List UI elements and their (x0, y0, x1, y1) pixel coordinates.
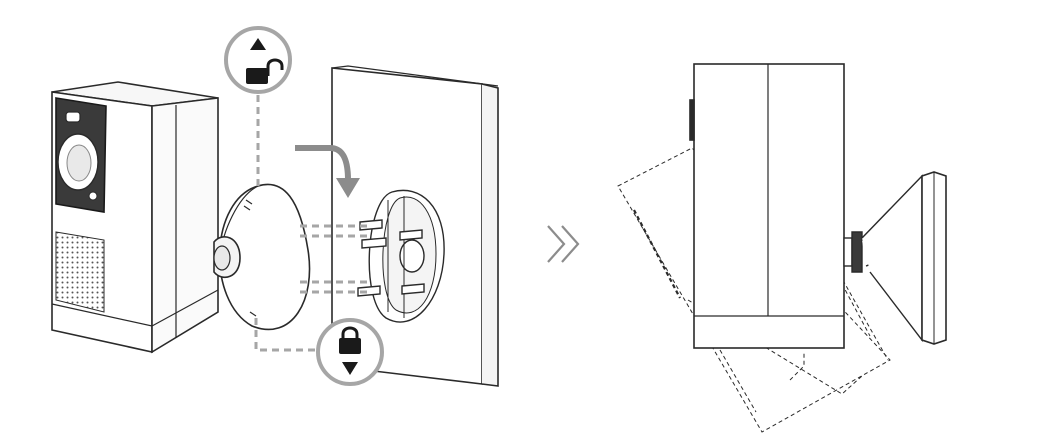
magnetic-mount (213, 183, 311, 331)
lock-icon (339, 326, 361, 354)
rotate-arrow-head-icon (336, 178, 360, 198)
alignment-guides (254, 95, 370, 352)
side-wall-plate (921, 171, 947, 345)
camera-lens (57, 111, 99, 201)
rotate-arrow-icon (295, 145, 351, 181)
side-mount-joint (843, 174, 923, 343)
unlock-badge (224, 26, 292, 94)
double-chevron-right-icon (547, 225, 580, 263)
step-detach (51, 26, 499, 387)
step-result (617, 63, 947, 433)
camera-light-sensor (65, 111, 81, 123)
unlock-icon (246, 58, 284, 84)
arrow-up-icon (250, 38, 266, 50)
arrow-down-icon (342, 362, 358, 375)
lock-badge (316, 318, 384, 386)
mounting-bracket (357, 189, 445, 323)
camera-side-view (689, 63, 845, 349)
